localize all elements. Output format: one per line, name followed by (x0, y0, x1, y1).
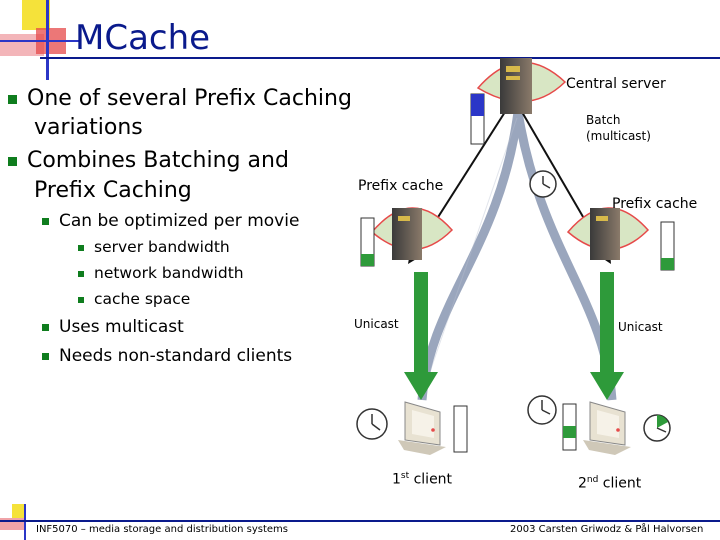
subsub-bullet-2: network bandwidth (78, 263, 244, 283)
footer-course: INF5070 – media storage and distribution… (36, 524, 289, 535)
cache-buffer-right (660, 221, 675, 271)
footer-authors: 2003 Carsten Griwodz & Pål Halvorsen (510, 524, 704, 535)
sub-bullet-3: Needs non-standard clients (42, 345, 292, 367)
subsub-bullet-1: server bandwidth (78, 237, 230, 257)
client1-clock-icon (356, 408, 388, 440)
client1-computer-icon (398, 401, 446, 455)
prefix-cache-left-label: Prefix cache (358, 178, 444, 194)
client2-label: 2nd client (578, 475, 642, 492)
central-server-icon (476, 58, 567, 114)
footer-logo (0, 504, 40, 540)
unicast-arrow-left (404, 272, 438, 400)
unicast-arrow-right (590, 272, 624, 400)
curve-edge-left (420, 117, 518, 399)
cache-buffer-left (360, 217, 375, 267)
logo-decoration (0, 0, 80, 80)
bullet-1-cont: variations (34, 115, 143, 140)
title-underline (40, 57, 720, 59)
sub-bullet-2: Uses multicast (42, 316, 184, 338)
unicast-right-label: Unicast (618, 320, 663, 334)
subsub-bullet-3: cache space (78, 289, 190, 309)
client1-buffer-bar (453, 405, 468, 453)
unicast-left-label: Unicast (354, 317, 399, 331)
bullet-1: One of several Prefix Caching (8, 84, 352, 114)
multicast-curve-left (417, 111, 523, 401)
cache-server-right-icon (566, 207, 650, 260)
page-title: MCache (75, 18, 211, 58)
server-buffer-bar (470, 93, 485, 145)
batch-label: Batch (multicast) (586, 113, 651, 143)
central-server-label: Central server (566, 76, 666, 92)
bullet-2: Combines Batching and (8, 146, 289, 176)
client2-computer-icon (583, 401, 631, 455)
client2-progress-clock-icon (643, 414, 671, 442)
sub-bullet-1: Can be optimized per movie (42, 210, 299, 232)
prefix-cache-right-label: Prefix cache (612, 196, 698, 212)
footer-rule (0, 520, 720, 522)
client2-clock-icon (527, 395, 557, 425)
client1-label: 1st client (392, 471, 453, 488)
batch-clock-icon (529, 170, 557, 198)
client2-buffer-bar (562, 403, 577, 451)
cache-server-left-icon (370, 207, 454, 260)
bullet-2-cont: Prefix Caching (34, 178, 192, 203)
